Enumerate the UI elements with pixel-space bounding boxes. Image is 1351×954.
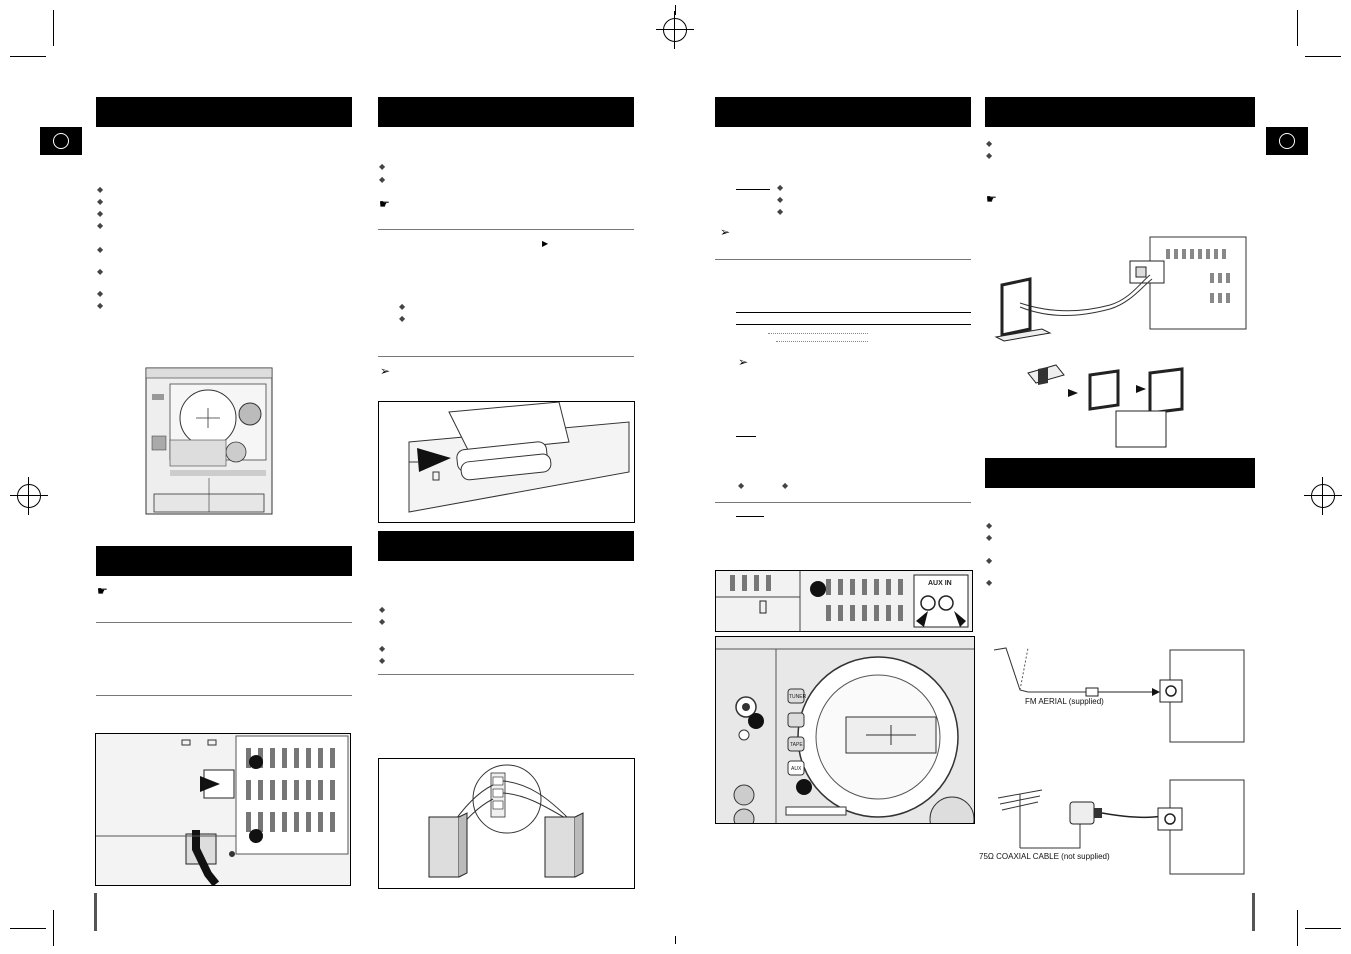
am-loop-antenna-figure bbox=[994, 236, 1247, 448]
registration-mark bbox=[1304, 477, 1342, 515]
bullet: ◆ bbox=[379, 175, 386, 184]
coaxial-cable-label: 75Ω COAXIAL CABLE (not supplied) bbox=[979, 852, 1110, 861]
crop-mark bbox=[10, 928, 46, 929]
section-rule bbox=[378, 229, 634, 230]
table-rule bbox=[736, 312, 971, 313]
underline bbox=[736, 436, 756, 437]
section-rule bbox=[715, 502, 971, 503]
crop-mark bbox=[53, 10, 54, 46]
bullet: ◆ bbox=[782, 481, 789, 490]
crop-mark bbox=[53, 910, 54, 946]
section-rule bbox=[96, 622, 352, 623]
bullet: ◆ bbox=[777, 183, 784, 192]
bullet: ◆ bbox=[986, 556, 993, 565]
registration-mark bbox=[656, 11, 694, 49]
section-rule bbox=[378, 356, 634, 357]
section-header-bar bbox=[96, 546, 352, 576]
power-cord-figure bbox=[95, 733, 351, 886]
play-arrow-icon: ▶ bbox=[542, 239, 549, 248]
bullet: ◆ bbox=[986, 139, 993, 148]
section-header-bar bbox=[378, 97, 634, 127]
aux-button-label: AUX bbox=[791, 766, 802, 772]
section-header-bar bbox=[985, 97, 1255, 127]
aux-in-rear-figure: AUX IN bbox=[715, 570, 973, 632]
speaker-connection-figure bbox=[378, 758, 635, 889]
fm-aerial-label: FM AERIAL (supplied) bbox=[1025, 697, 1104, 706]
bullet: ◆ bbox=[379, 605, 386, 614]
bullet: ◆ bbox=[379, 644, 386, 653]
section-header-bar bbox=[96, 97, 352, 127]
battery-insertion-figure bbox=[378, 401, 635, 523]
note-hand-icon: ☛ bbox=[379, 197, 390, 211]
aux-front-panel-figure: TUNER TAPE AUX bbox=[715, 636, 975, 824]
section-header-bar bbox=[378, 531, 634, 561]
coaxial-cable-figure bbox=[997, 779, 1245, 875]
bullet: ◆ bbox=[777, 207, 784, 216]
crop-mark bbox=[675, 936, 676, 944]
bullet: ◆ bbox=[986, 533, 993, 542]
note-hand-icon: ☛ bbox=[986, 192, 997, 206]
section-rule bbox=[378, 674, 634, 675]
bullet: ◆ bbox=[399, 314, 406, 323]
bullet: ◆ bbox=[97, 301, 104, 310]
bullet: ◆ bbox=[97, 245, 104, 254]
language-tab-left bbox=[40, 127, 82, 155]
bullet: ◆ bbox=[97, 267, 104, 276]
tip-arrow-icon: ➢ bbox=[380, 364, 391, 378]
crop-mark bbox=[675, 5, 676, 15]
language-tab-right bbox=[1266, 127, 1308, 155]
dotted-leader bbox=[776, 341, 868, 343]
tip-arrow-icon: ➢ bbox=[720, 225, 731, 239]
fm-aerial-figure bbox=[993, 647, 1245, 743]
bullet: ◆ bbox=[738, 481, 745, 490]
crop-mark bbox=[1305, 928, 1341, 929]
registration-mark bbox=[10, 477, 48, 515]
bullet: ◆ bbox=[986, 521, 993, 530]
note-hand-icon: ☛ bbox=[97, 584, 108, 598]
table-rule bbox=[736, 324, 971, 325]
bullet: ◆ bbox=[379, 162, 386, 171]
tape-button-label: TAPE bbox=[790, 742, 803, 748]
underline bbox=[736, 516, 764, 517]
underline bbox=[736, 189, 770, 190]
bullet: ◆ bbox=[97, 221, 104, 230]
crop-mark bbox=[1297, 910, 1298, 946]
page-edge-right bbox=[1252, 893, 1255, 931]
bullet: ◆ bbox=[379, 656, 386, 665]
bullet: ◆ bbox=[97, 289, 104, 298]
tuner-button-label: TUNER bbox=[789, 694, 807, 700]
section-rule bbox=[96, 695, 352, 696]
crop-mark bbox=[1297, 10, 1298, 46]
bullet: ◆ bbox=[97, 185, 104, 194]
section-header-bar bbox=[985, 458, 1255, 488]
bullet: ◆ bbox=[379, 617, 386, 626]
aux-in-label: AUX IN bbox=[928, 580, 952, 587]
bullet: ◆ bbox=[777, 195, 784, 204]
bullet: ◆ bbox=[986, 578, 993, 587]
page-edge-left bbox=[94, 893, 97, 931]
bullet: ◆ bbox=[97, 197, 104, 206]
bullet: ◆ bbox=[986, 151, 993, 160]
crop-mark bbox=[1305, 56, 1341, 57]
front-panel-illustration bbox=[145, 367, 273, 515]
section-rule bbox=[715, 259, 971, 260]
bullet: ◆ bbox=[399, 302, 406, 311]
tip-arrow-icon: ➢ bbox=[738, 355, 749, 369]
bullet: ◆ bbox=[97, 209, 104, 218]
section-header-bar bbox=[715, 97, 971, 127]
crop-mark bbox=[10, 56, 46, 57]
dotted-leader bbox=[768, 333, 868, 335]
